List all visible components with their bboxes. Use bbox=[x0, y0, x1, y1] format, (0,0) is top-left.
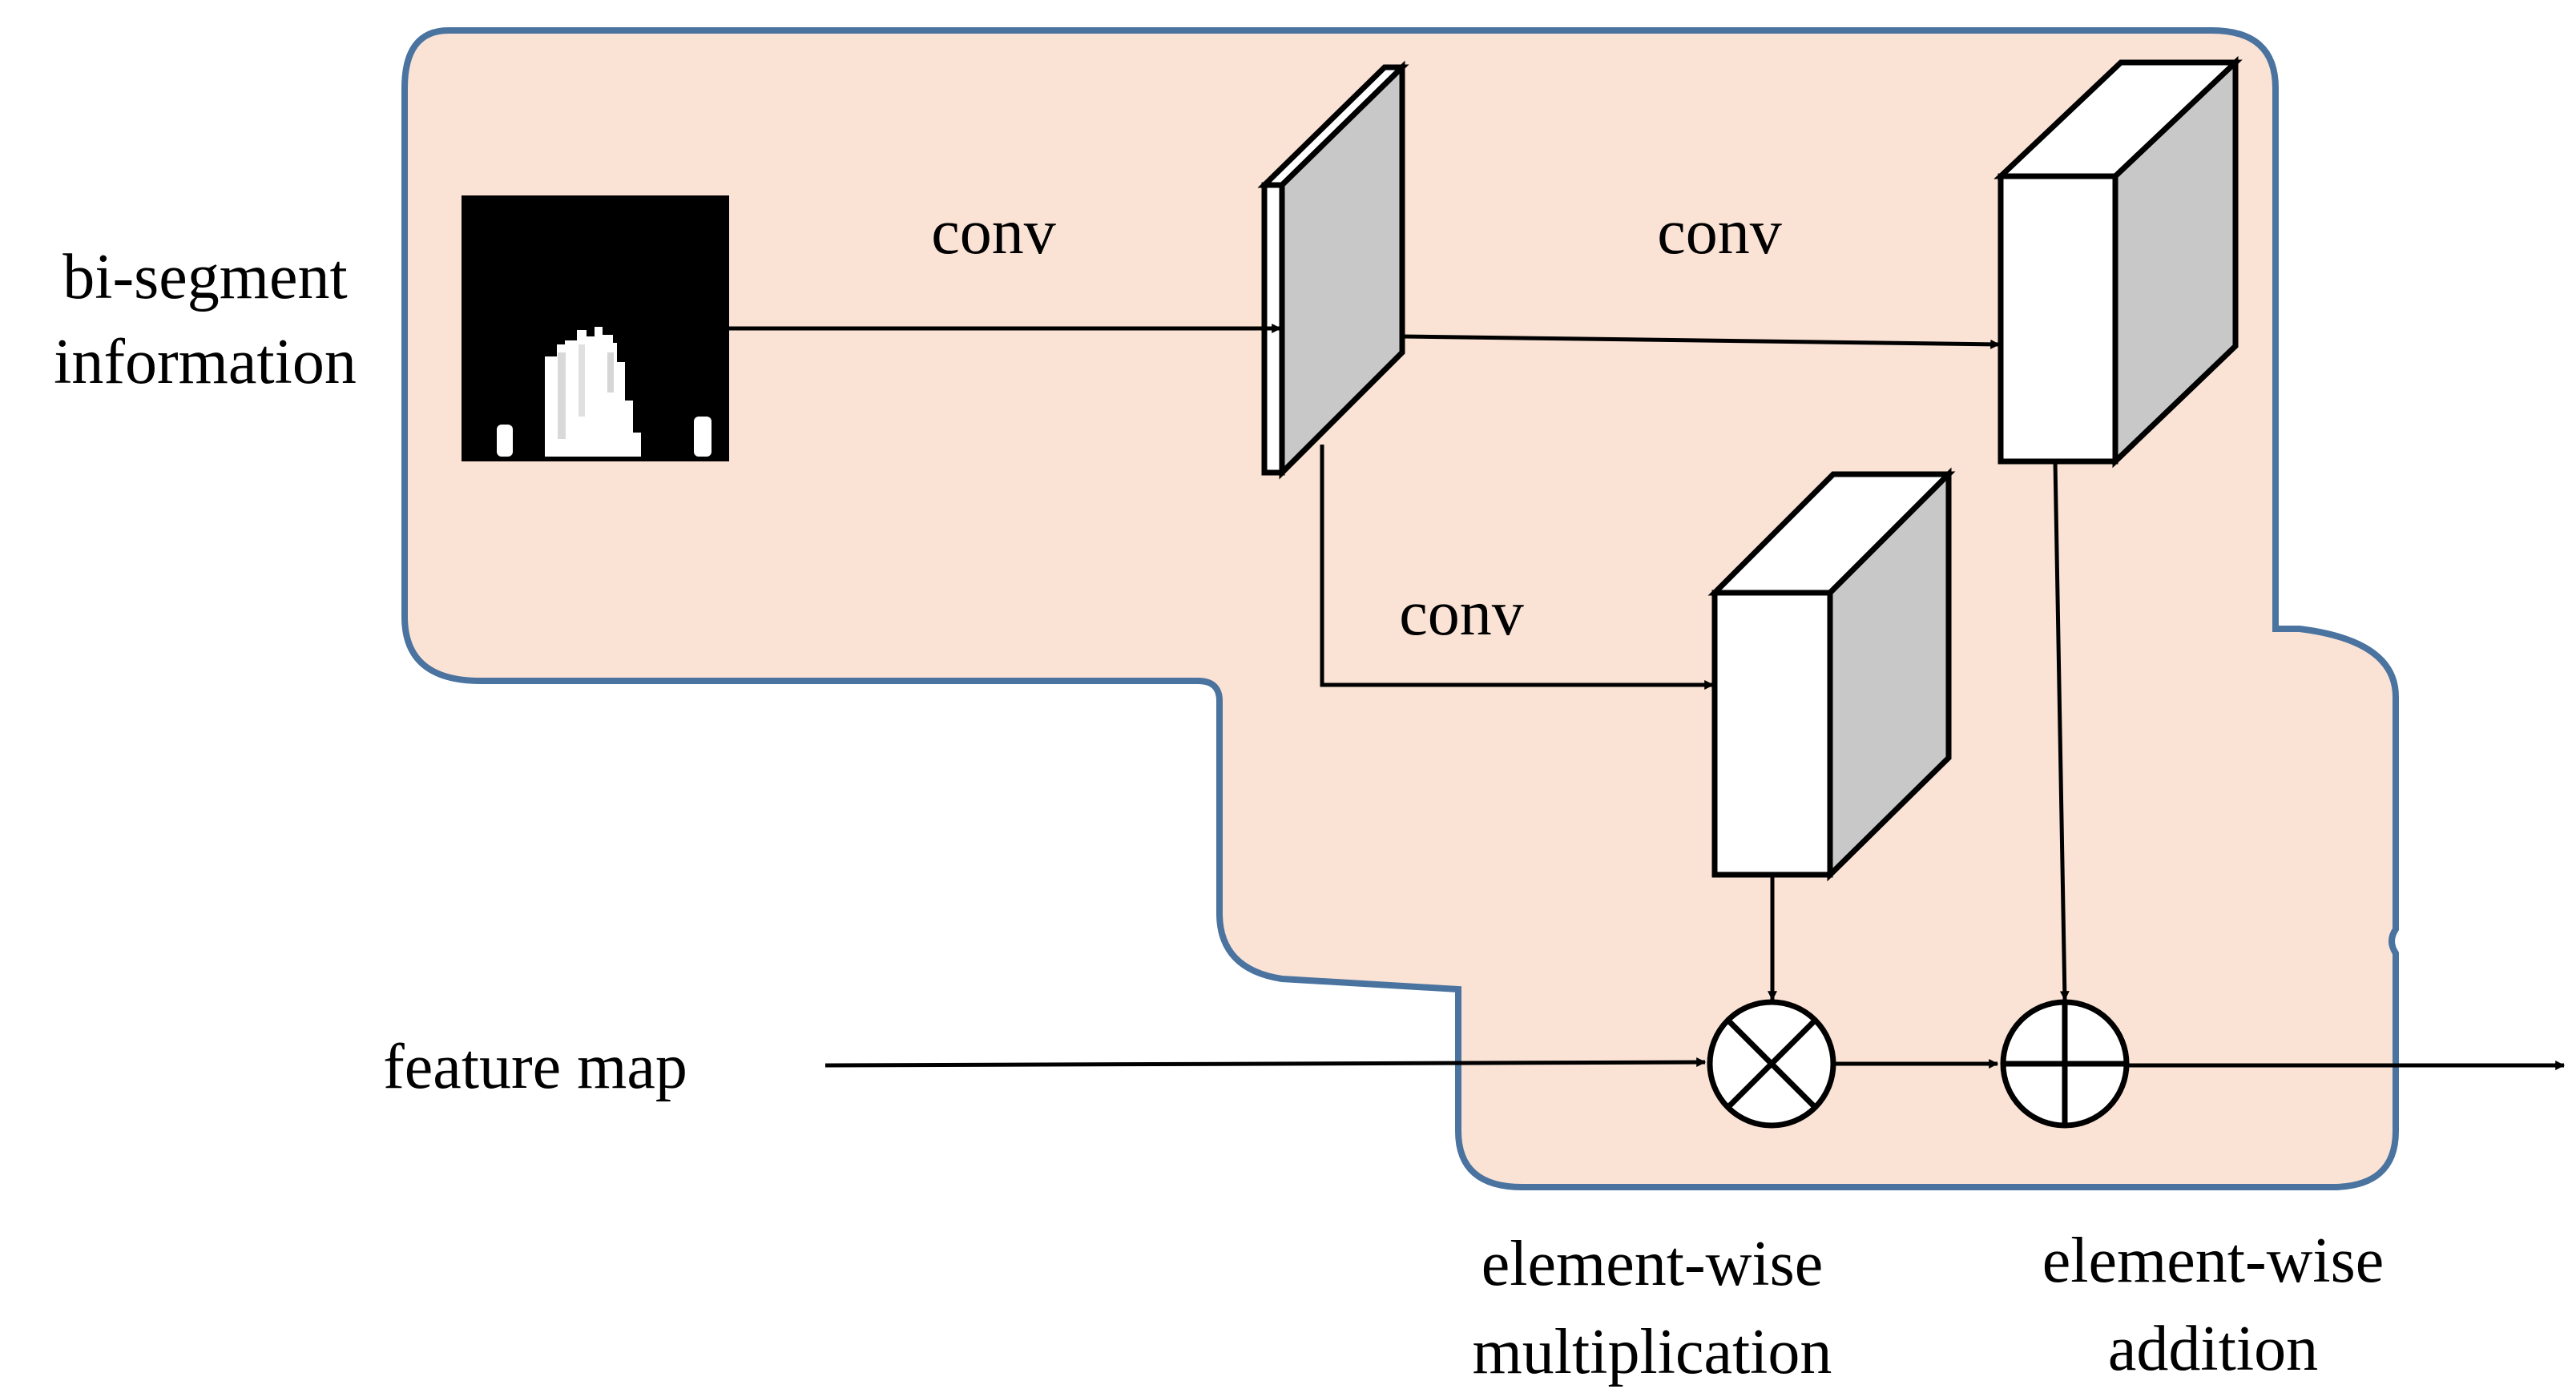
arrow-upper-block-to-add bbox=[2053, 461, 2070, 1001]
arrow-slab-to-upper-block bbox=[1401, 334, 2001, 349]
feature-map-label: feature map bbox=[383, 1032, 687, 1102]
conv-label-2: conv bbox=[1657, 197, 1782, 268]
module-region bbox=[401, 27, 2399, 1190]
multiplication-label-line1: element-wise bbox=[1482, 1229, 1823, 1299]
segmentation-mask-image bbox=[462, 195, 729, 461]
conv-feature-block-middle bbox=[1707, 467, 1956, 882]
conv-label-1: conv bbox=[931, 197, 1056, 268]
connectors bbox=[729, 324, 2566, 1070]
input-label-line1: bi-segment bbox=[62, 242, 347, 312]
circle-times-icon bbox=[1707, 999, 1836, 1129]
multiplication-label-line2: multiplication bbox=[1473, 1317, 1832, 1387]
addition-label-line1: element-wise bbox=[2042, 1226, 2384, 1296]
conv-feature-block-upper bbox=[1993, 55, 2243, 469]
addition-label-line2: addition bbox=[2108, 1314, 2318, 1384]
circle-plus-icon bbox=[2000, 999, 2130, 1129]
arrow-feature-map-to-multiply bbox=[824, 1057, 1707, 1068]
arrow-slab-to-middle-block bbox=[1320, 445, 1715, 690]
conv-label-3: conv bbox=[1399, 578, 1524, 649]
input-label-line2: information bbox=[54, 327, 357, 397]
